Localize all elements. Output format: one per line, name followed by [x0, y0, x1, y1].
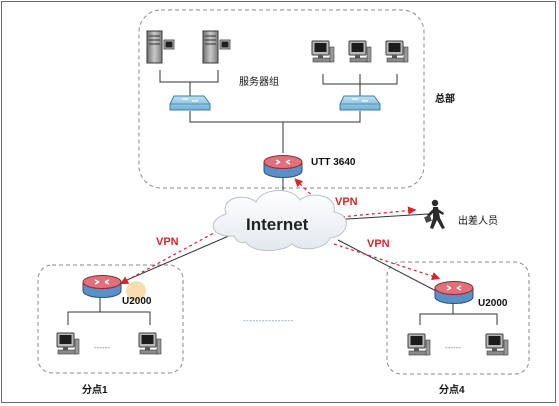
hq-router-label: UTT 3640	[311, 157, 356, 168]
vpn-label-branch1: VPN	[156, 236, 179, 248]
branch1-group-border	[37, 264, 184, 374]
branch4-group-border	[386, 261, 530, 375]
branch1-title: 分点1	[82, 385, 108, 396]
traveling-person-icon	[424, 199, 445, 229]
server-icon	[146, 30, 175, 64]
between-branches-ellipsis: ----------------	[243, 316, 294, 325]
router-icon	[263, 154, 303, 179]
pc-icon	[485, 333, 509, 356]
headquarters-title: 总部	[435, 94, 455, 105]
pc-icon	[138, 332, 162, 355]
cursor-highlight	[126, 281, 146, 301]
branch4-pc-ellipsis: ------	[445, 343, 461, 352]
internet-cloud-icon	[212, 190, 347, 251]
headquarters-cabling	[159, 70, 398, 153]
pc-icon	[407, 333, 431, 356]
traveling-staff-label: 出差人员	[458, 216, 498, 227]
internet-label: Internet	[246, 215, 309, 234]
switch-icon	[169, 95, 211, 111]
vpn-label-hq: VPN	[335, 196, 358, 208]
internet-links	[67, 178, 498, 325]
branch4-title: 分点4	[439, 385, 465, 396]
server-icon	[202, 30, 231, 64]
pc-icon	[385, 40, 409, 63]
switch-icon	[339, 95, 381, 111]
branch4-router-label: U2000	[478, 298, 508, 309]
pc-icon	[56, 332, 80, 355]
pc-icon	[311, 40, 335, 63]
headquarters-group-border	[138, 9, 425, 189]
vpn-label-branch4: VPN	[367, 238, 390, 250]
branch1-router-label: U2000	[122, 296, 152, 307]
pc-icon	[348, 40, 372, 63]
server-group-label: 服务器组	[239, 77, 279, 88]
router-icon	[434, 280, 474, 305]
branch1-pc-ellipsis: ------	[94, 343, 110, 352]
router-icon	[82, 274, 122, 299]
